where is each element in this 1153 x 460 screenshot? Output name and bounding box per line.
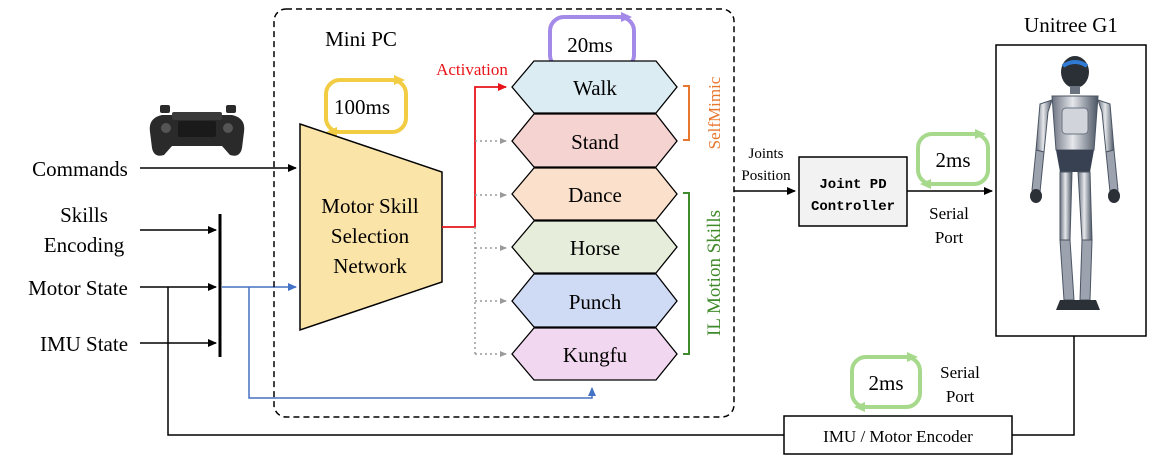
skill-horse-label: Horse: [570, 236, 620, 260]
activation-arrow: [442, 83, 507, 228]
robot-title: Unitree G1: [1024, 13, 1118, 37]
imu-motor-encoder-box: [783, 415, 1013, 455]
controller-serial-label-line1: Serial: [929, 204, 969, 223]
joints-position-label-line1: Joints: [748, 146, 783, 162]
encoder-serial-label-line1: Serial: [940, 363, 980, 382]
il-skills-bracket: [683, 192, 690, 355]
skill-dance-label: Dance: [568, 183, 622, 207]
skill-walk-label: Walk: [573, 76, 617, 100]
skill-walk: Walk: [511, 60, 678, 114]
joint-pd-label-line2: Controller: [811, 199, 895, 215]
robot-illustration: [1030, 56, 1120, 310]
mini-pc-container: [273, 8, 735, 418]
joint-pd-controller-box: [798, 156, 908, 227]
rate-2ms-controller-loop-icon: [916, 129, 990, 189]
skill-selection-network: [299, 122, 443, 332]
skill-stand: Stand: [511, 113, 678, 168]
controller-serial-label-line2: Port: [935, 228, 964, 247]
network-label-line3: Network: [333, 254, 407, 278]
joints-position-label-line2: Position: [741, 168, 791, 184]
skill-punch: Punch: [511, 273, 678, 328]
activation-label: Activation: [436, 60, 508, 79]
skills-encoding-label-line2: Encoding: [44, 233, 125, 257]
mini-pc-title: Mini PC: [325, 27, 397, 51]
skill-stand-label: Stand: [571, 130, 619, 154]
network-label-line1: Motor Skill: [321, 194, 419, 218]
commands-label: Commands: [32, 157, 128, 181]
skill-punch-label: Punch: [569, 290, 622, 314]
rate-100ms-label: 100ms: [334, 95, 390, 119]
rate-2ms-encoder-label: 2ms: [868, 371, 903, 395]
encoder-serial-label-line2: Port: [946, 387, 975, 406]
robot-to-encoder-line: [1012, 336, 1075, 436]
rate-2ms-encoder-loop-icon: [850, 352, 922, 412]
imu-state-label: IMU State: [40, 332, 128, 356]
inactive-skill-links: [474, 138, 507, 357]
encoder-feedback-line: [167, 287, 784, 436]
skill-kungfu: Kungfu: [511, 327, 678, 381]
skill-kungfu-label: Kungfu: [563, 343, 628, 367]
rate-100ms-loop-icon: [324, 75, 408, 137]
skills-encoding-label-line1: Skills: [60, 203, 108, 227]
gamepad-icon: [149, 105, 245, 156]
joint-pd-label-line1: Joint PD: [819, 177, 886, 193]
motor-state-label: Motor State: [28, 276, 128, 300]
selfmimic-bracket: [683, 85, 690, 141]
skill-horse: Horse: [511, 220, 678, 274]
state-to-kungfu-link: [248, 287, 596, 399]
il-skills-label: IL Motion Skills: [704, 210, 725, 336]
skill-dance: Dance: [511, 167, 678, 221]
network-label-line2: Selection: [331, 224, 410, 248]
rate-2ms-controller-label: 2ms: [935, 148, 970, 172]
selfmimic-label: SelfMimic: [705, 76, 724, 149]
imu-motor-encoder-label: IMU / Motor Encoder: [823, 427, 973, 446]
rate-20ms-label: 20ms: [567, 33, 613, 57]
